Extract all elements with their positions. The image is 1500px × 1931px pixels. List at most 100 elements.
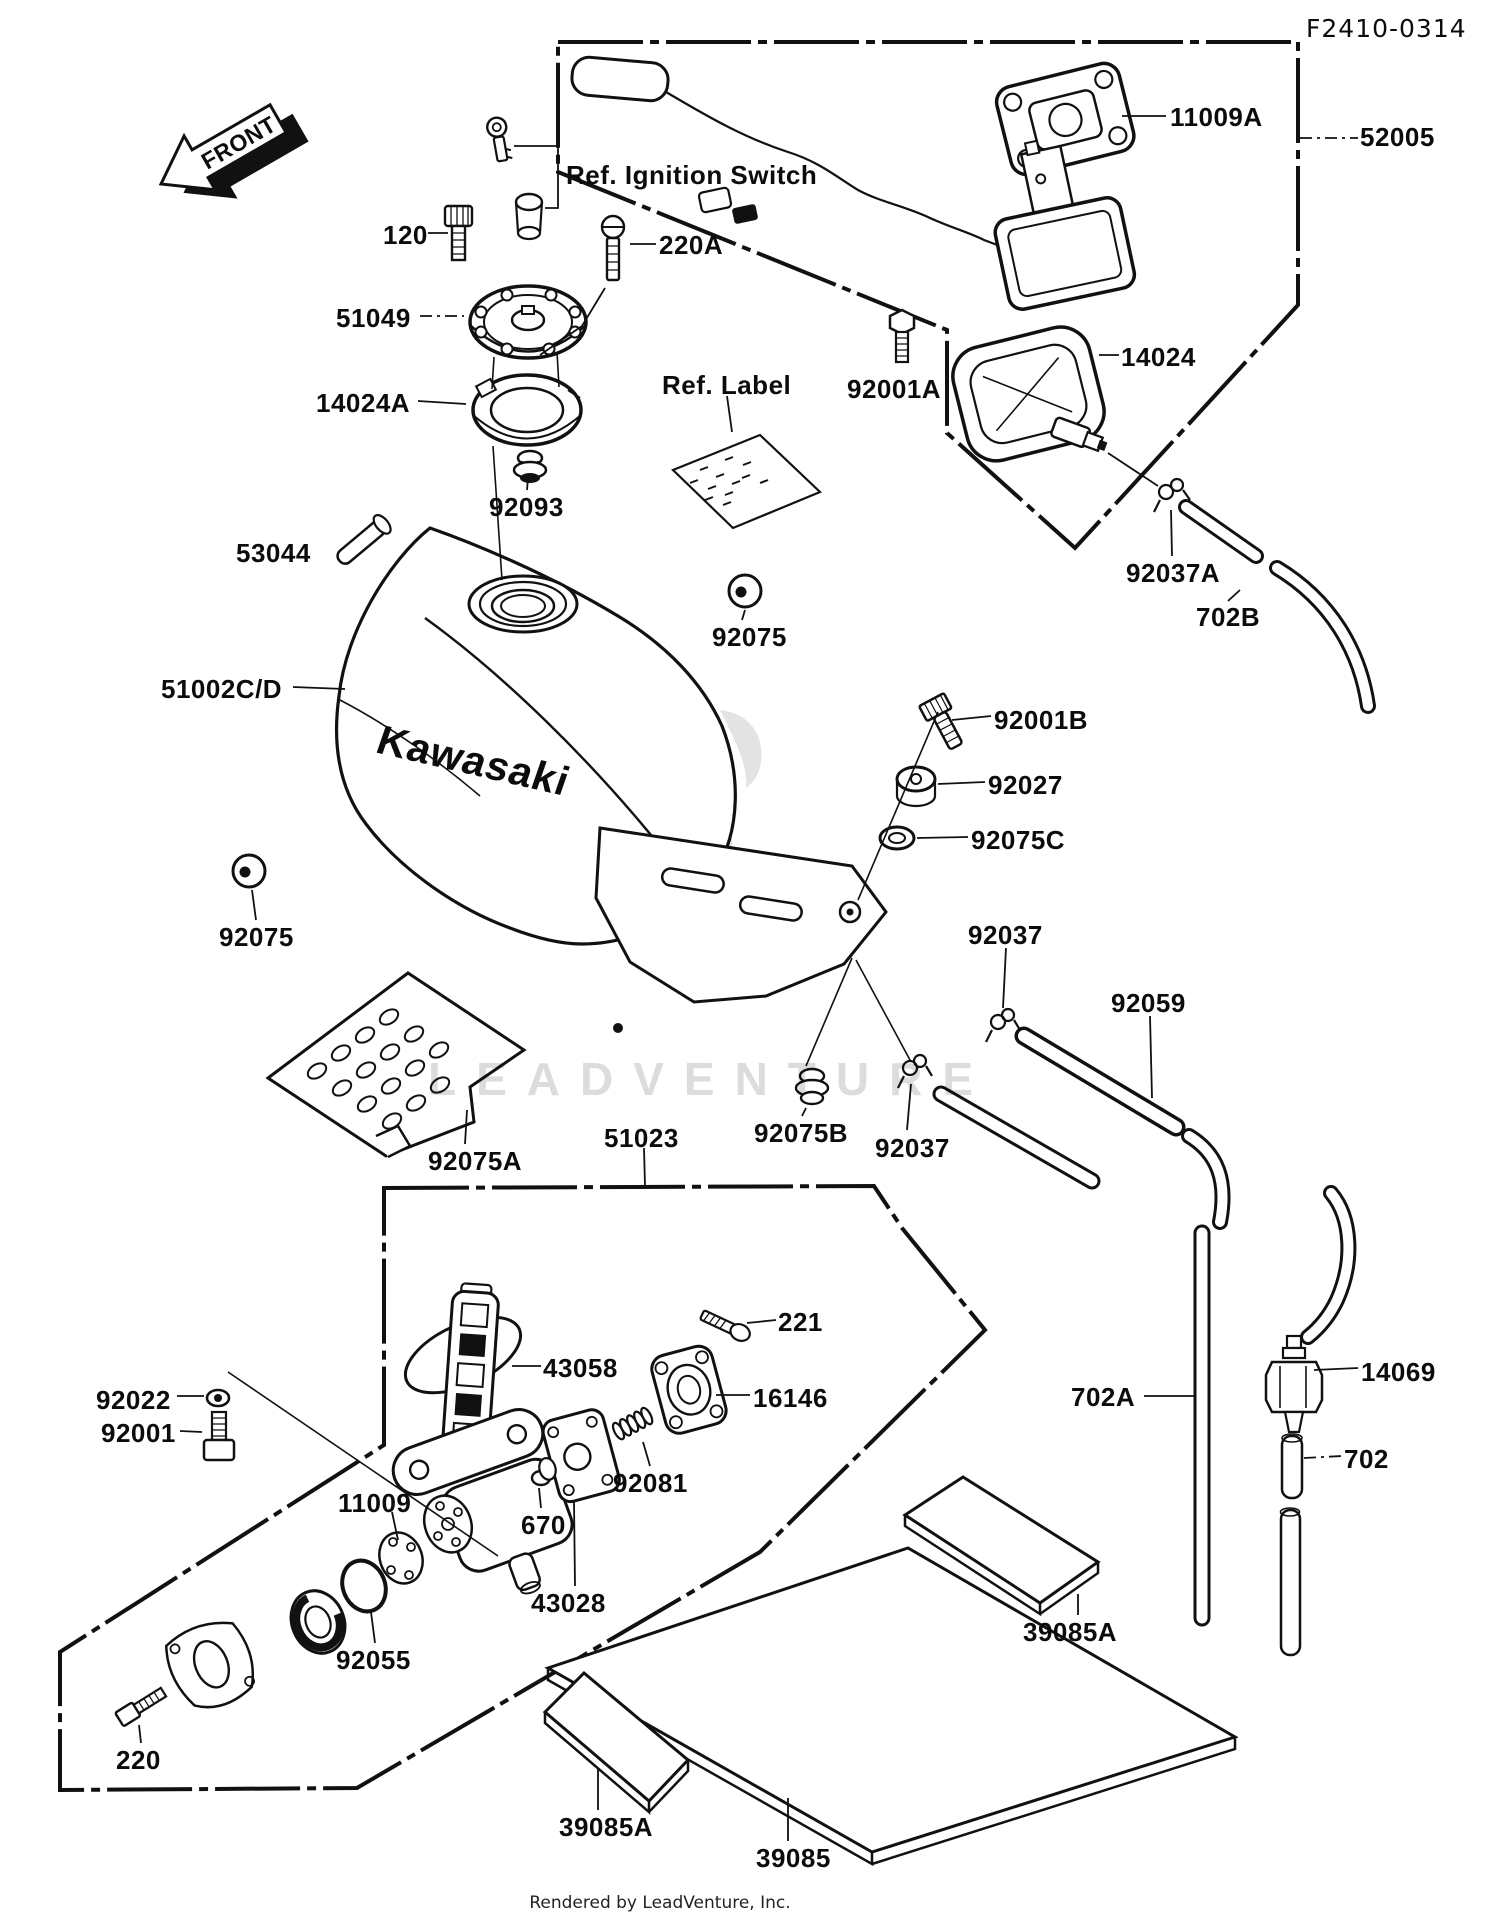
body-face-disc (422, 1494, 474, 1554)
part-label-92075-top: 92075 (712, 622, 787, 652)
part-label-52005: 52005 (1360, 122, 1435, 152)
grommet-92075B (794, 1067, 830, 1106)
render-credit: Rendered by LeadVenture, Inc. (529, 1893, 791, 1913)
leader-lines-dashdot (420, 137, 1358, 1459)
damper-92075-top (727, 573, 763, 609)
heat-shield-drawing (265, 971, 527, 1159)
fuel-filter-14069 (1264, 1334, 1324, 1434)
tank-mount-hardware (878, 692, 963, 851)
part-label-220: 220 (116, 1745, 161, 1775)
sender-wire (665, 91, 1001, 248)
plate-43028 (538, 1408, 621, 1504)
cap-gasket-14024A (471, 373, 583, 447)
screw-221 (699, 1309, 751, 1342)
part-label-92022: 92022 (96, 1385, 171, 1415)
float-cylinder (570, 55, 670, 103)
ref-label-sheet (671, 433, 822, 530)
sheet-39085 (544, 1546, 1239, 1854)
ref-label-note: Ref. Label (662, 370, 792, 400)
leadventure-watermark-text: LEADVENTURE (428, 1053, 994, 1105)
screw-220A (600, 214, 626, 282)
part-label-43028: 43028 (531, 1588, 606, 1618)
part-label-92037A: 92037A (1126, 558, 1221, 588)
part-label-39085A-right: 39085A (1023, 1617, 1118, 1647)
part-label-702: 702 (1344, 1444, 1389, 1474)
part-label-51023: 51023 (604, 1123, 679, 1153)
fuel-hoses (932, 499, 1376, 1627)
leader-lines (138, 115, 1359, 1841)
part-label-92075C: 92075C (971, 825, 1066, 855)
part-label-92075-left: 92075 (219, 922, 294, 952)
part-label-39085A-bottom: 39085A (559, 1812, 654, 1842)
cup-spigot (1050, 416, 1108, 453)
clamp-92037-lower (897, 1053, 933, 1089)
part-label-92059: 92059 (1111, 988, 1186, 1018)
part-label-92027: 92027 (988, 770, 1063, 800)
part-label-51002CD: 51002C/D (161, 674, 283, 704)
petcock-assembly (114, 1282, 751, 1727)
flange-plate (164, 1621, 255, 1709)
pin-53044 (336, 514, 392, 565)
part-label-14024A: 14024A (316, 388, 411, 418)
bolt-92001 (202, 1410, 236, 1462)
part-label-120: 120 (383, 220, 428, 250)
part-label-14069: 14069 (1361, 1357, 1436, 1387)
sender-body (993, 139, 1137, 311)
part-label-92001A: 92001A (847, 374, 942, 404)
part-label-92001: 92001 (101, 1418, 176, 1448)
diagram-code: F2410-0314 (1306, 14, 1467, 43)
bolt-120 (443, 204, 474, 262)
part-label-702A: 702A (1071, 1382, 1136, 1412)
part-label-11009A: 11009A (1170, 102, 1263, 132)
hose-clamps (897, 477, 1191, 1089)
part-label-92093: 92093 (489, 492, 564, 522)
part-label-16146: 16146 (753, 1383, 828, 1413)
fuel-gauge-box (556, 40, 1300, 551)
part-label-14024: 14024 (1121, 342, 1196, 372)
part-label-92037-upper: 92037 (968, 920, 1043, 950)
fuel-cap-51049 (468, 284, 588, 360)
cup-92055 (289, 1589, 347, 1655)
lock-cylinder (514, 192, 544, 241)
damper-92075-left (231, 853, 267, 889)
bolt-92001B (918, 692, 963, 750)
clamp-92037A (1153, 477, 1191, 513)
bolt-92001A (888, 308, 916, 364)
mount-plate (391, 1408, 545, 1496)
insulator-sheets (542, 1475, 1239, 1867)
fuel-tank-drawing: Kawasaki (335, 526, 888, 1033)
ref-ignition-switch-note: Ref. Ignition Switch (566, 160, 818, 190)
filler-neck (467, 574, 579, 634)
part-label-221: 221 (778, 1307, 823, 1337)
part-label-92075A: 92075A (428, 1146, 523, 1176)
part-label-92081: 92081 (613, 1468, 688, 1498)
damper-92027 (895, 765, 937, 808)
gasket-11009A (994, 61, 1136, 177)
part-label-92037-lower: 92037 (875, 1133, 950, 1163)
part-label-51049: 51049 (336, 303, 411, 333)
spring-92081 (611, 1406, 654, 1441)
part-label-43058: 43058 (543, 1353, 618, 1383)
clamp-92037-upper (985, 1007, 1021, 1043)
part-label-92075B: 92075B (754, 1118, 849, 1148)
cover-16146 (650, 1344, 728, 1435)
fuel-sender-assembly (570, 55, 1137, 530)
part-label-11009: 11009 (338, 1488, 412, 1518)
bolt-220 (114, 1686, 168, 1727)
fuel-cap-assembly (336, 116, 626, 565)
part-label-702B: 702B (1196, 602, 1261, 632)
alignment-lines (227, 351, 939, 1557)
part-label-220A: 220A (659, 230, 724, 260)
part-label-92055: 92055 (336, 1645, 411, 1675)
front-arrow: FRONT (158, 102, 309, 199)
washer-92022 (205, 1388, 231, 1408)
grommet-92093 (512, 449, 548, 483)
fuel-tube-702 (1279, 1433, 1304, 1657)
o-ring (340, 1558, 388, 1614)
part-label-670: 670 (521, 1510, 566, 1540)
washer-92075C (878, 825, 916, 851)
part-label-92001B: 92001B (994, 705, 1089, 735)
gasket-disc-11009 (378, 1531, 424, 1585)
